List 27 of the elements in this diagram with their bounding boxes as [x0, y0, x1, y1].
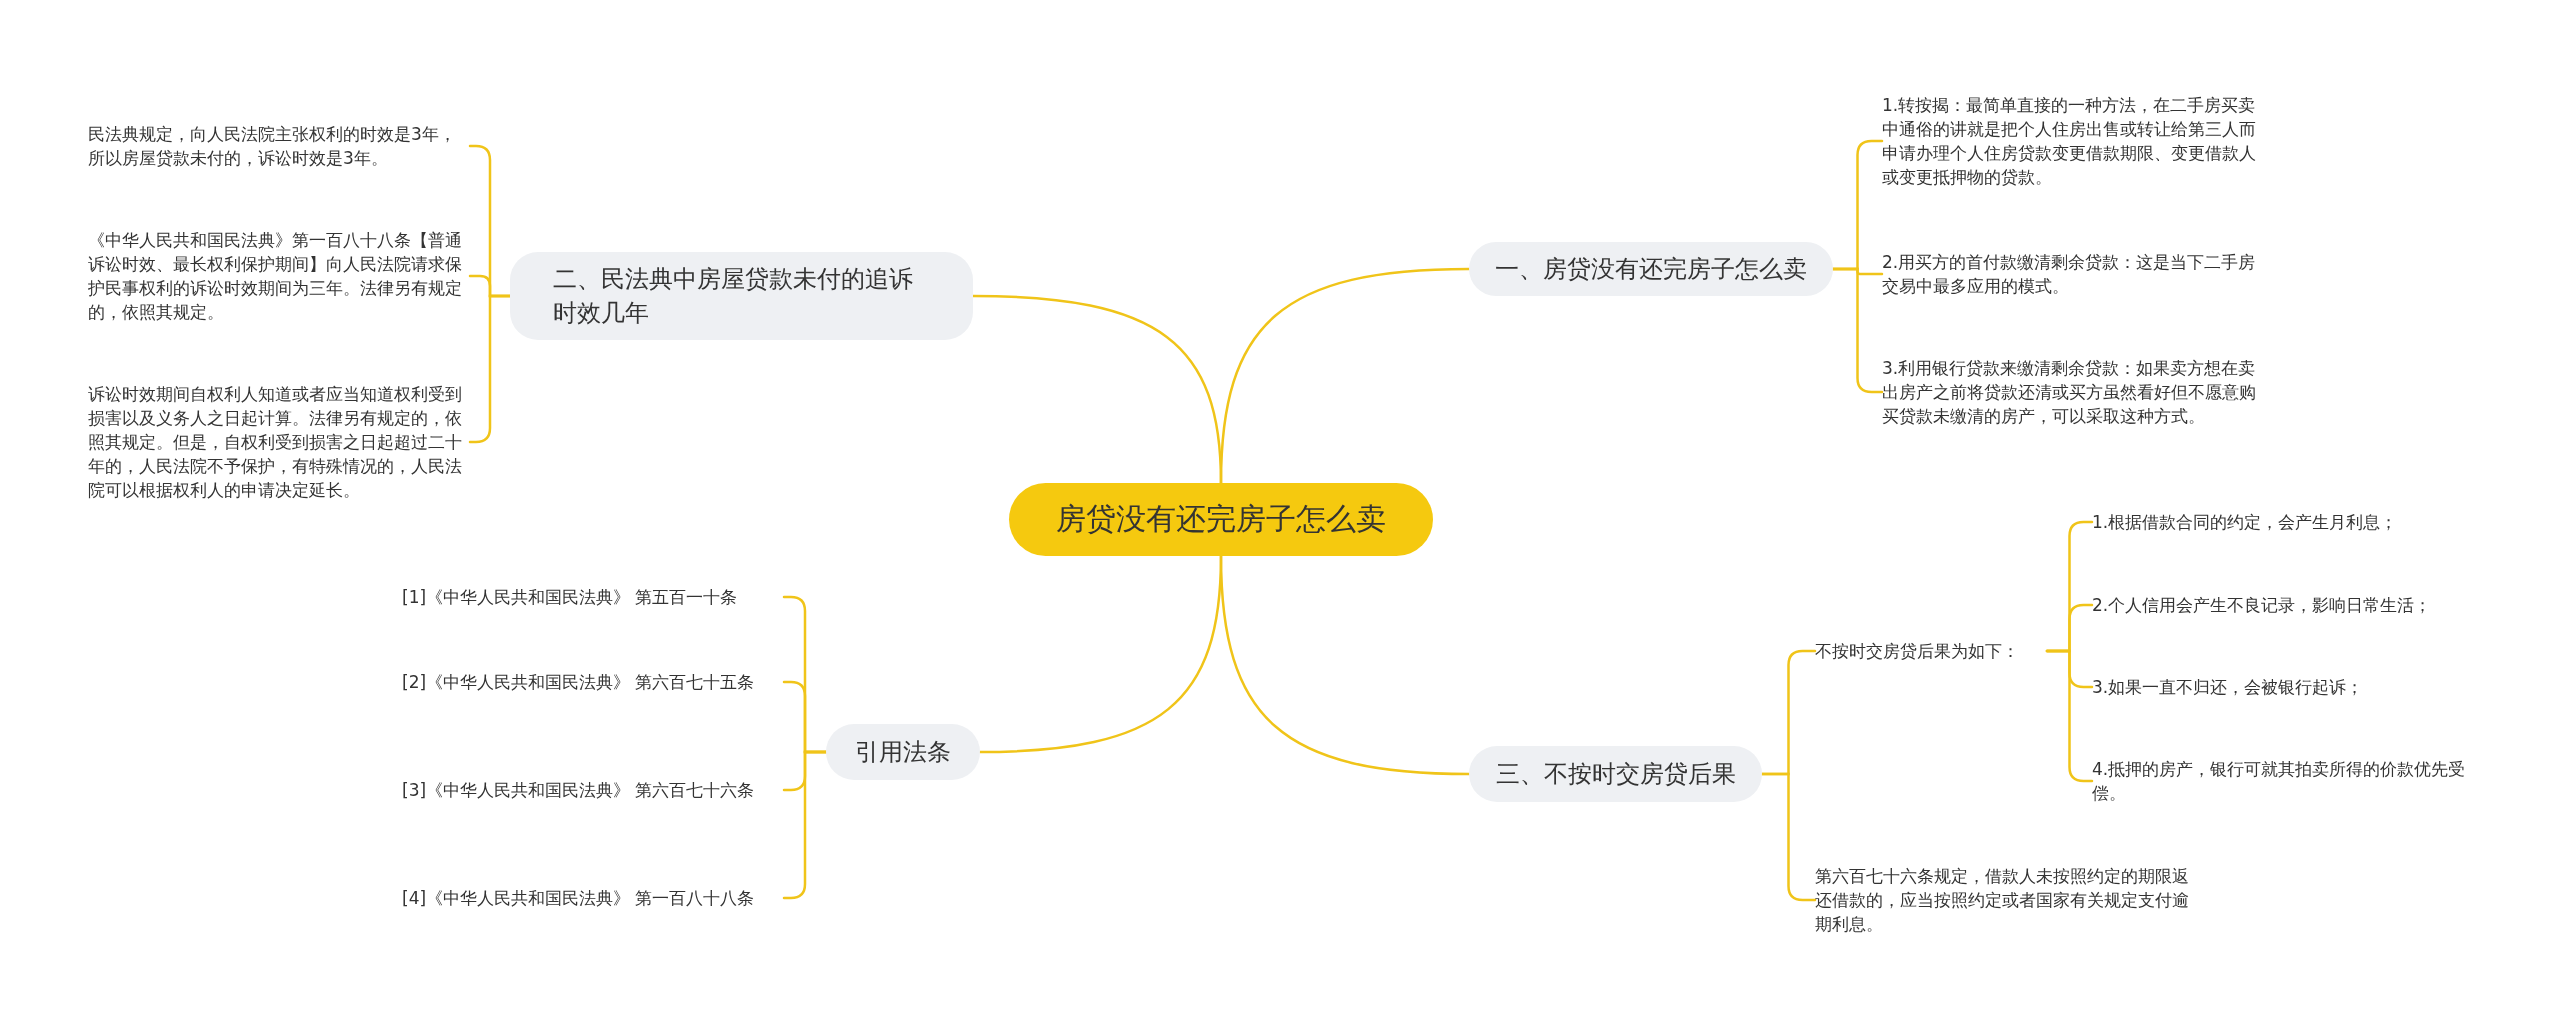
topic-text: [3]《中华人民共和国民法典》 第六百七十六条	[402, 778, 784, 802]
topic-text: [1]《中华人民共和国民法典》 第五百一十条	[402, 585, 784, 609]
connector-line	[971, 294, 1223, 485]
topic-text: 诉讼时效期间自权利人知道或者应当知道权利受到损害以及义务人之日起计算。法律另有规定的，依照其规定。但是，自权利受到损害之日起超过二十年的，人民法院不予保护，有特殊情况的，人民法院可以根据权利人的申请决定延长。	[88, 382, 470, 502]
connector-line	[782, 750, 828, 900]
topic-text: 4.抵押的房产，银行可就其拍卖所得的价款优先受偿。	[2092, 757, 2472, 805]
connector-line	[978, 554, 1223, 754]
topic-text: 1.根据借款合同的约定，会产生月利息；	[2092, 510, 2472, 534]
topic-text: [4]《中华人民共和国民法典》 第一百八十八条	[402, 886, 784, 910]
topic-pill: 二、民法典中房屋贷款未付的追诉时效几年	[510, 252, 973, 340]
topic-text: 2.个人信用会产生不良记录，影响日常生活；	[2092, 593, 2472, 617]
topic-pill: 一、房贷没有还完房子怎么卖	[1469, 242, 1833, 296]
topic-pill: 三、不按时交房贷后果	[1469, 746, 1762, 802]
topic-text: [2]《中华人民共和国民法典》 第六百七十五条	[402, 670, 784, 694]
connector-line	[1760, 772, 1817, 902]
connector-line	[1831, 267, 1884, 394]
topic-text: 2.用买方的首付款缴清剩余贷款：这是当下二手房交易中最多应用的模式。	[1882, 250, 2262, 298]
topic-text: 《中华人民共和国民法典》第一百八十八条【普通诉讼时效、最长权利保护期间】向人民法院请求保护民事权利的诉讼时效期间为三年。法律另有规定的，依照其规定。	[88, 228, 470, 324]
topic-pill: 引用法条	[826, 724, 980, 780]
topic-text: 1.转按揭：最简单直接的一种方法，在二手房买卖中通俗的讲就是把个人住房出售或转让给第三人而申请办理个人住房贷款变更借款期限、变更借款人或变更抵押物的贷款。	[1882, 93, 2262, 189]
central-topic-pill: 房贷没有还完房子怎么卖	[1009, 483, 1433, 556]
topic-text: 民法典规定，向人民法院主张权利的时效是3年，所以房屋贷款未付的，诉讼时效是3年。	[88, 122, 470, 170]
topic-text: 3.如果一直不归还，会被银行起诉；	[2092, 675, 2472, 699]
topic-text: 第六百七十六条规定，借款人未按照约定的期限返还借款的，应当按照约定或者国家有关规定支付逾期利息。	[1815, 864, 2190, 936]
connector-line	[468, 294, 512, 444]
topic-text: 不按时交房贷后果为如下：	[1815, 639, 2047, 663]
topic-text: 3.利用银行贷款来缴清剩余贷款：如果卖方想在卖出房产之前将贷款还清或买方虽然看好但不愿意购买贷款未缴清的房产，可以采取这种方式。	[1882, 356, 2262, 428]
